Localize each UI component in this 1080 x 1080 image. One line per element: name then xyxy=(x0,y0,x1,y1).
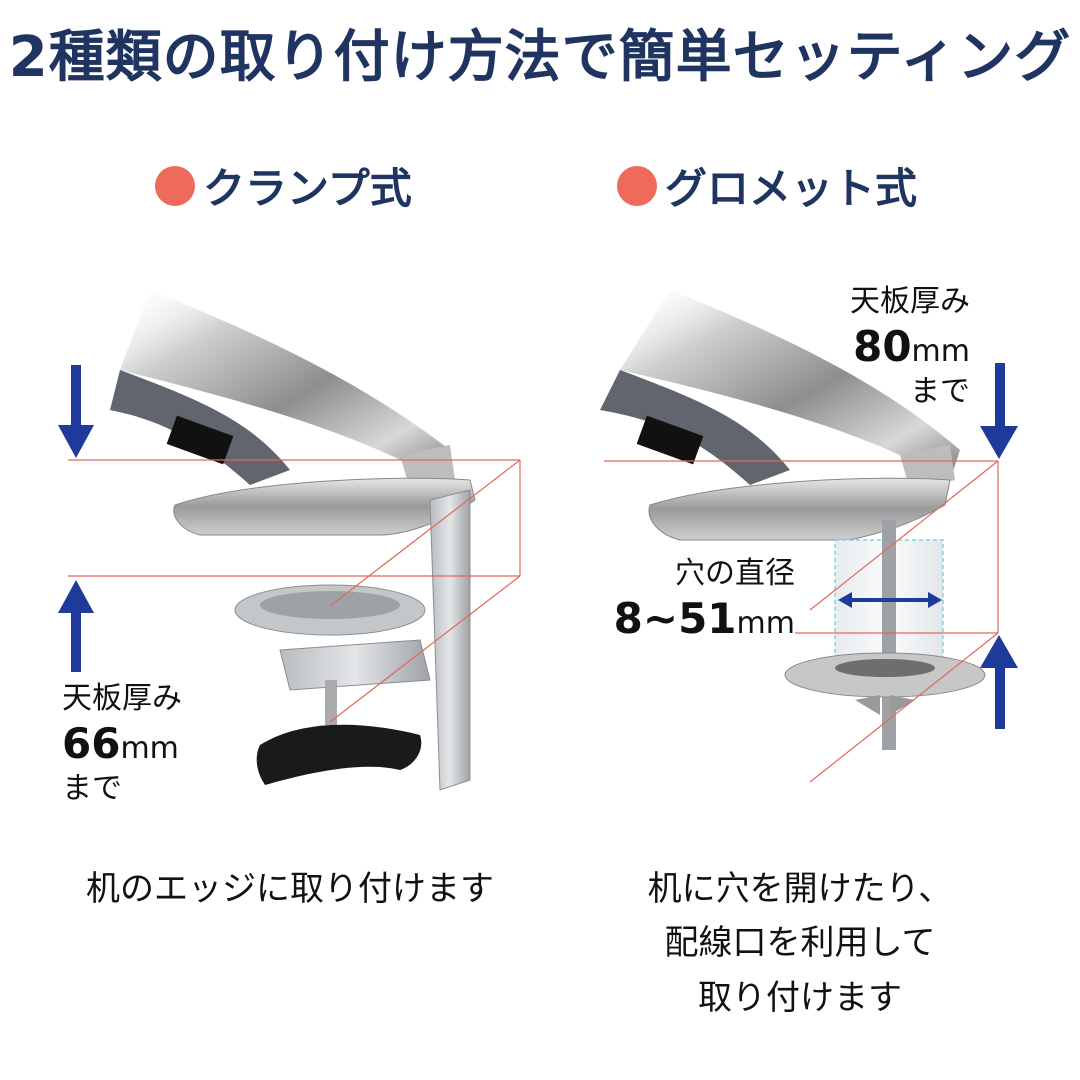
caption-line: 配線口を利用して xyxy=(664,923,936,964)
thickness-unit: mm xyxy=(911,333,970,369)
grommet-heading: グロメット式 xyxy=(617,155,917,216)
hole-value: 8~51 xyxy=(613,593,737,643)
bullet-dot-icon xyxy=(155,165,195,206)
grommet-heading-text: グロメット式 xyxy=(665,164,918,213)
thickness-value: 66 xyxy=(62,718,121,768)
clamp-heading-text: クランプ式 xyxy=(203,164,412,213)
page-title: 2種類の取り付け方法で簡単セッティング xyxy=(8,25,1072,90)
arrow-down-icon xyxy=(995,363,1005,431)
bullet-dot-icon xyxy=(617,165,657,206)
hole-unit: mm xyxy=(736,605,795,641)
grommet-caption: 机に穴を開けたり、 配線口を利用して 取り付けます xyxy=(560,862,1040,1025)
clamp-thickness-spec: 天板厚み 66mm まで xyxy=(62,680,182,808)
thickness-value: 80 xyxy=(853,321,912,371)
thickness-unit: mm xyxy=(120,730,179,766)
clamp-caption: 机のエッジに取り付けます xyxy=(86,869,494,909)
thickness-label: 天板厚み xyxy=(850,284,970,319)
thickness-suffix: まで xyxy=(910,374,970,409)
grommet-thickness-spec: 天板厚み 80mm まで xyxy=(822,283,970,411)
clamp-heading: クランプ式 xyxy=(155,155,412,216)
clamp-illustration xyxy=(58,290,521,791)
thickness-suffix: まで xyxy=(62,771,122,806)
caption-line: 机に穴を開けたり、 xyxy=(647,869,953,909)
arrow-up-icon xyxy=(995,665,1005,729)
caption-line: 取り付けます xyxy=(698,977,902,1018)
grommet-illustration xyxy=(600,290,1018,783)
hole-label: 穴の直径 xyxy=(675,556,795,591)
hole-diameter-spec: 穴の直径 8~51mm xyxy=(605,555,795,645)
arrow-down-icon xyxy=(71,365,81,430)
arrow-up-icon xyxy=(71,610,81,672)
thickness-label: 天板厚み xyxy=(62,681,182,716)
